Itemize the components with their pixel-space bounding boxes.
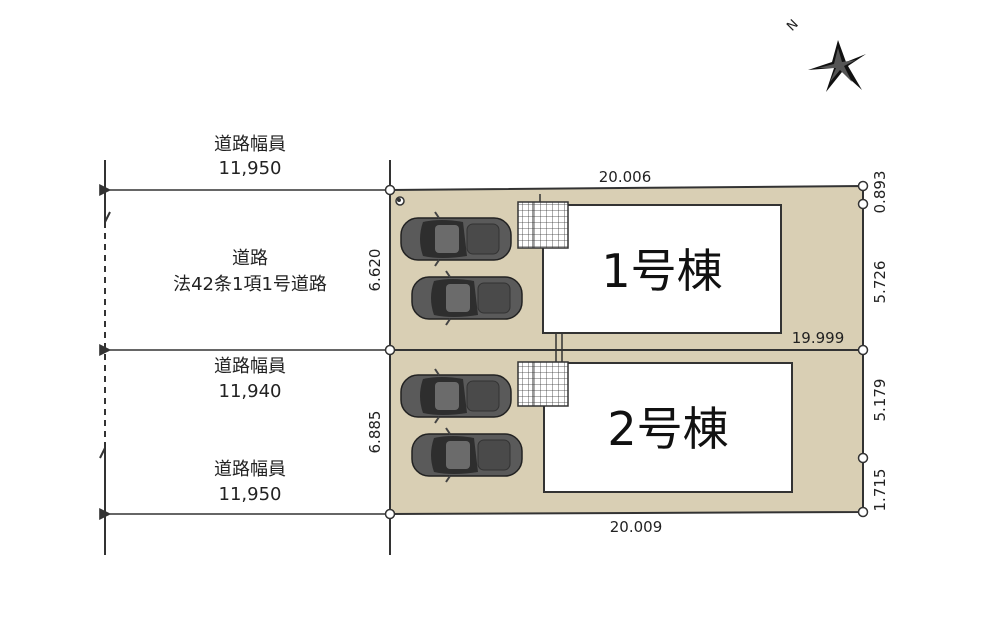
building-2 xyxy=(543,362,793,493)
lot1-right-segment: 0.893 xyxy=(871,171,889,214)
road-width-bottom-title: 道路幅員 xyxy=(214,459,286,480)
lot1-bottom-length: 19.999 xyxy=(792,329,845,347)
lot2-right-segment: 5.179 xyxy=(871,379,889,422)
road-width-middle-title: 道路幅員 xyxy=(214,356,286,377)
building-2-label: 2号棟 xyxy=(607,402,728,456)
building-1-label: 1号棟 xyxy=(601,244,722,298)
road-type: 法42条1項1号道路 xyxy=(173,274,327,295)
car-icon xyxy=(400,368,512,424)
lot1-right-segment: 5.726 xyxy=(871,261,889,304)
road-width-middle-value: 11,940 xyxy=(219,381,282,402)
car-icon xyxy=(411,427,523,483)
road-width-top-title: 道路幅員 xyxy=(214,134,286,155)
road-title: 道路 xyxy=(232,248,268,269)
lot1-frontage: 6.620 xyxy=(366,249,384,292)
compass-star-icon xyxy=(808,40,866,92)
lot2-frontage: 6.885 xyxy=(366,411,384,454)
lot2-right-segment: 1.715 xyxy=(871,469,889,512)
road-width-top-value: 11,950 xyxy=(219,158,282,179)
car-icon xyxy=(411,270,523,326)
lot2-bottom-length: 20.009 xyxy=(610,518,663,536)
entrance-grid-icon xyxy=(517,194,569,407)
car-icon xyxy=(400,211,512,267)
road-width-bottom-value: 11,950 xyxy=(219,484,282,505)
lot1-top-length: 20.006 xyxy=(599,168,652,186)
building-1 xyxy=(542,204,782,334)
north-label: N xyxy=(784,17,801,34)
